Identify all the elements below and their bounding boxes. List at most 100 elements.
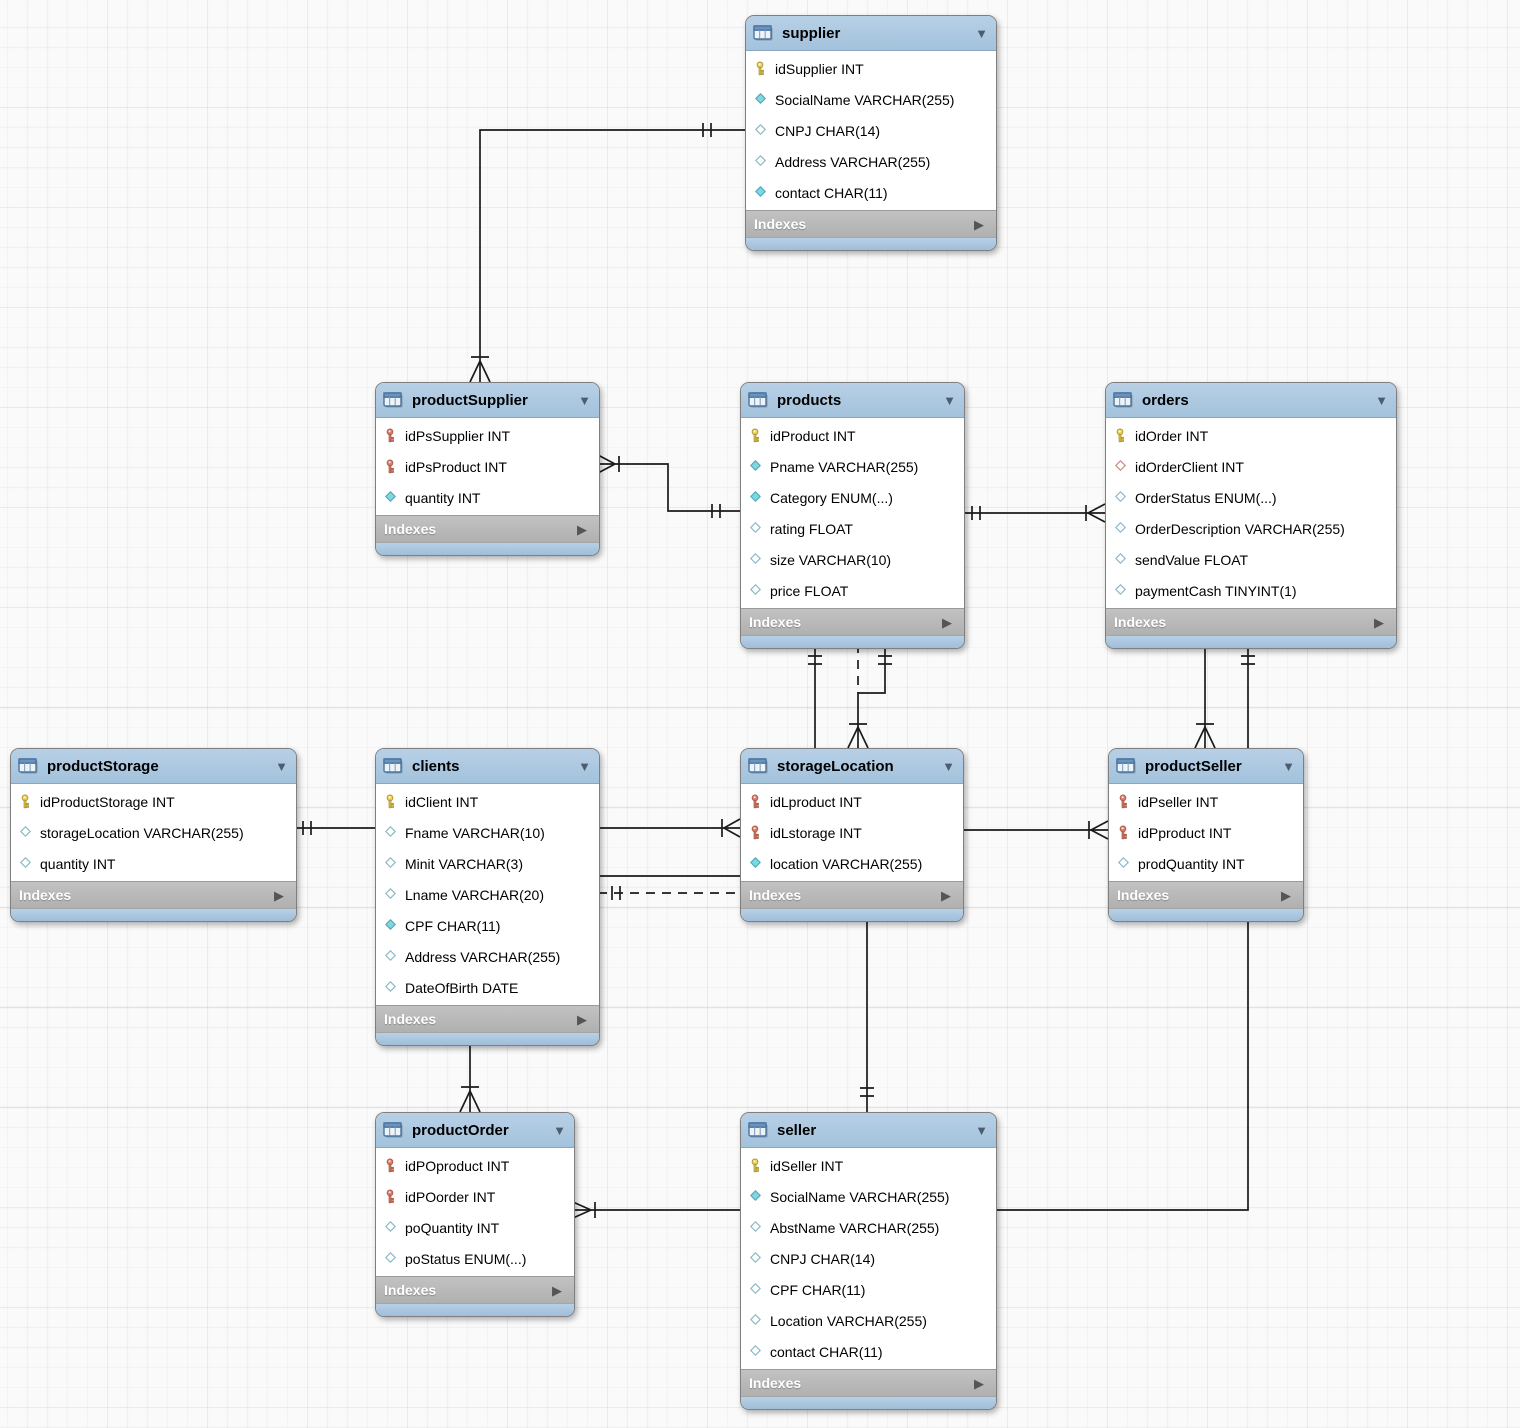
rel-productSupplier-products[interactable] [597,454,740,518]
column-Minit[interactable]: Minit VARCHAR(3) [376,848,599,879]
column-contact[interactable]: contact CHAR(11) [746,177,996,208]
column-DateOfBirth[interactable]: DateOfBirth DATE [376,972,599,1003]
column-Fname[interactable]: Fname VARCHAR(10) [376,817,599,848]
expand-indexes-icon[interactable]: ▶ [1281,887,1291,903]
rel-supplier-productSupplier[interactable] [469,123,745,383]
column-idClient[interactable]: idClient INT [376,786,599,817]
collapse-arrow-icon[interactable]: ▼ [578,392,591,408]
indexes-bar[interactable]: Indexes ▶ [376,1276,574,1304]
indexes-bar[interactable]: Indexes ▶ [376,1005,599,1033]
expand-indexes-icon[interactable]: ▶ [1374,614,1384,630]
column-Address[interactable]: Address VARCHAR(255) [376,941,599,972]
indexes-bar[interactable]: Indexes ▶ [741,608,964,636]
table-header[interactable]: productOrder ▼ [376,1113,574,1148]
table-header[interactable]: productStorage ▼ [11,749,296,784]
rel-orders-productSeller[interactable] [1194,644,1216,749]
table-header[interactable]: storageLocation ▼ [741,749,963,784]
column-idPsSupplier[interactable]: idPsSupplier INT [376,420,599,451]
expand-indexes-icon[interactable]: ▶ [274,887,284,903]
column-CNPJ[interactable]: CNPJ CHAR(14) [741,1243,996,1274]
table-header[interactable]: orders ▼ [1106,383,1396,418]
collapse-arrow-icon[interactable]: ▼ [275,758,288,774]
column-poStatus[interactable]: poStatus ENUM(...) [376,1243,574,1274]
column-size[interactable]: size VARCHAR(10) [741,544,964,575]
column-SocialName[interactable]: SocialName VARCHAR(255) [741,1181,996,1212]
expand-indexes-icon[interactable]: ▶ [577,521,587,537]
column-idSeller[interactable]: idSeller INT [741,1150,996,1181]
table-header[interactable]: productSeller ▼ [1109,749,1303,784]
column-idPproduct[interactable]: idPproduct INT [1109,817,1303,848]
table-header[interactable]: seller ▼ [741,1113,996,1148]
column-location[interactable]: location VARCHAR(255) [741,848,963,879]
indexes-bar[interactable]: Indexes ▶ [11,881,296,909]
column-rating[interactable]: rating FLOAT [741,513,964,544]
column-idLstorage[interactable]: idLstorage INT [741,817,963,848]
indexes-bar[interactable]: Indexes ▶ [741,881,963,909]
collapse-arrow-icon[interactable]: ▼ [942,758,955,774]
column-Lname[interactable]: Lname VARCHAR(20) [376,879,599,910]
column-quantity[interactable]: quantity INT [11,848,296,879]
column-idPsProduct[interactable]: idPsProduct INT [376,451,599,482]
collapse-arrow-icon[interactable]: ▼ [975,25,988,41]
rel-clients-productOrder[interactable] [459,1041,481,1113]
column-idProduct[interactable]: idProduct INT [741,420,964,451]
indexes-bar[interactable]: Indexes ▶ [746,210,996,238]
column-idOrderClient[interactable]: idOrderClient INT [1106,451,1396,482]
column-OrderDescription[interactable]: OrderDescription VARCHAR(255) [1106,513,1396,544]
column-idSupplier[interactable]: idSupplier INT [746,53,996,84]
collapse-arrow-icon[interactable]: ▼ [975,1122,988,1138]
rel-products-orders[interactable] [963,503,1106,523]
expand-indexes-icon[interactable]: ▶ [942,614,952,630]
column-OrderStatus[interactable]: OrderStatus ENUM(...) [1106,482,1396,513]
column-Address[interactable]: Address VARCHAR(255) [746,146,996,177]
column-contact[interactable]: contact CHAR(11) [741,1336,996,1367]
collapse-arrow-icon[interactable]: ▼ [578,758,591,774]
table-header[interactable]: clients ▼ [376,749,599,784]
column-idPseller[interactable]: idPseller INT [1109,786,1303,817]
column-CPF[interactable]: CPF CHAR(11) [741,1274,996,1305]
column-Location[interactable]: Location VARCHAR(255) [741,1305,996,1336]
column-idPOproduct[interactable]: idPOproduct INT [376,1150,574,1181]
table-header[interactable]: supplier ▼ [746,16,996,51]
collapse-arrow-icon[interactable]: ▼ [553,1122,566,1138]
collapse-arrow-icon[interactable]: ▼ [943,392,956,408]
column-poQuantity[interactable]: poQuantity INT [376,1212,574,1243]
expand-indexes-icon[interactable]: ▶ [974,1375,984,1391]
column-Category[interactable]: Category ENUM(...) [741,482,964,513]
rel-clients-storageLocation-dashed[interactable] [598,886,740,900]
column-CNPJ[interactable]: CNPJ CHAR(14) [746,115,996,146]
expand-indexes-icon[interactable]: ▶ [577,1011,587,1027]
expand-indexes-icon[interactable]: ▶ [552,1282,562,1298]
column-AbstName[interactable]: AbstName VARCHAR(255) [741,1212,996,1243]
column-Pname[interactable]: Pname VARCHAR(255) [741,451,964,482]
column-storageLocation[interactable]: storageLocation VARCHAR(255) [11,817,296,848]
rel-products-storageLocation[interactable] [847,644,892,749]
indexes-bar[interactable]: Indexes ▶ [376,515,599,543]
column-sendValue[interactable]: sendValue FLOAT [1106,544,1396,575]
column-price[interactable]: price FLOAT [741,575,964,606]
column-idLproduct[interactable]: idLproduct INT [741,786,963,817]
column-idProductStorage[interactable]: idProductStorage INT [11,786,296,817]
collapse-arrow-icon[interactable]: ▼ [1375,392,1388,408]
column-prodQuantity[interactable]: prodQuantity INT [1109,848,1303,879]
column-idPOorder[interactable]: idPOorder INT [376,1181,574,1212]
indexes-bar[interactable]: Indexes ▶ [741,1369,996,1397]
table-header[interactable]: products ▼ [741,383,964,418]
column-SocialName[interactable]: SocialName VARCHAR(255) [746,84,996,115]
collapse-arrow-icon[interactable]: ▼ [1282,758,1295,774]
table-header[interactable]: productSupplier ▼ [376,383,599,418]
indexes-bar[interactable]: Indexes ▶ [1109,881,1303,909]
column-paymentCash[interactable]: paymentCash TINYINT(1) [1106,575,1396,606]
column-CPF[interactable]: CPF CHAR(11) [376,910,599,941]
